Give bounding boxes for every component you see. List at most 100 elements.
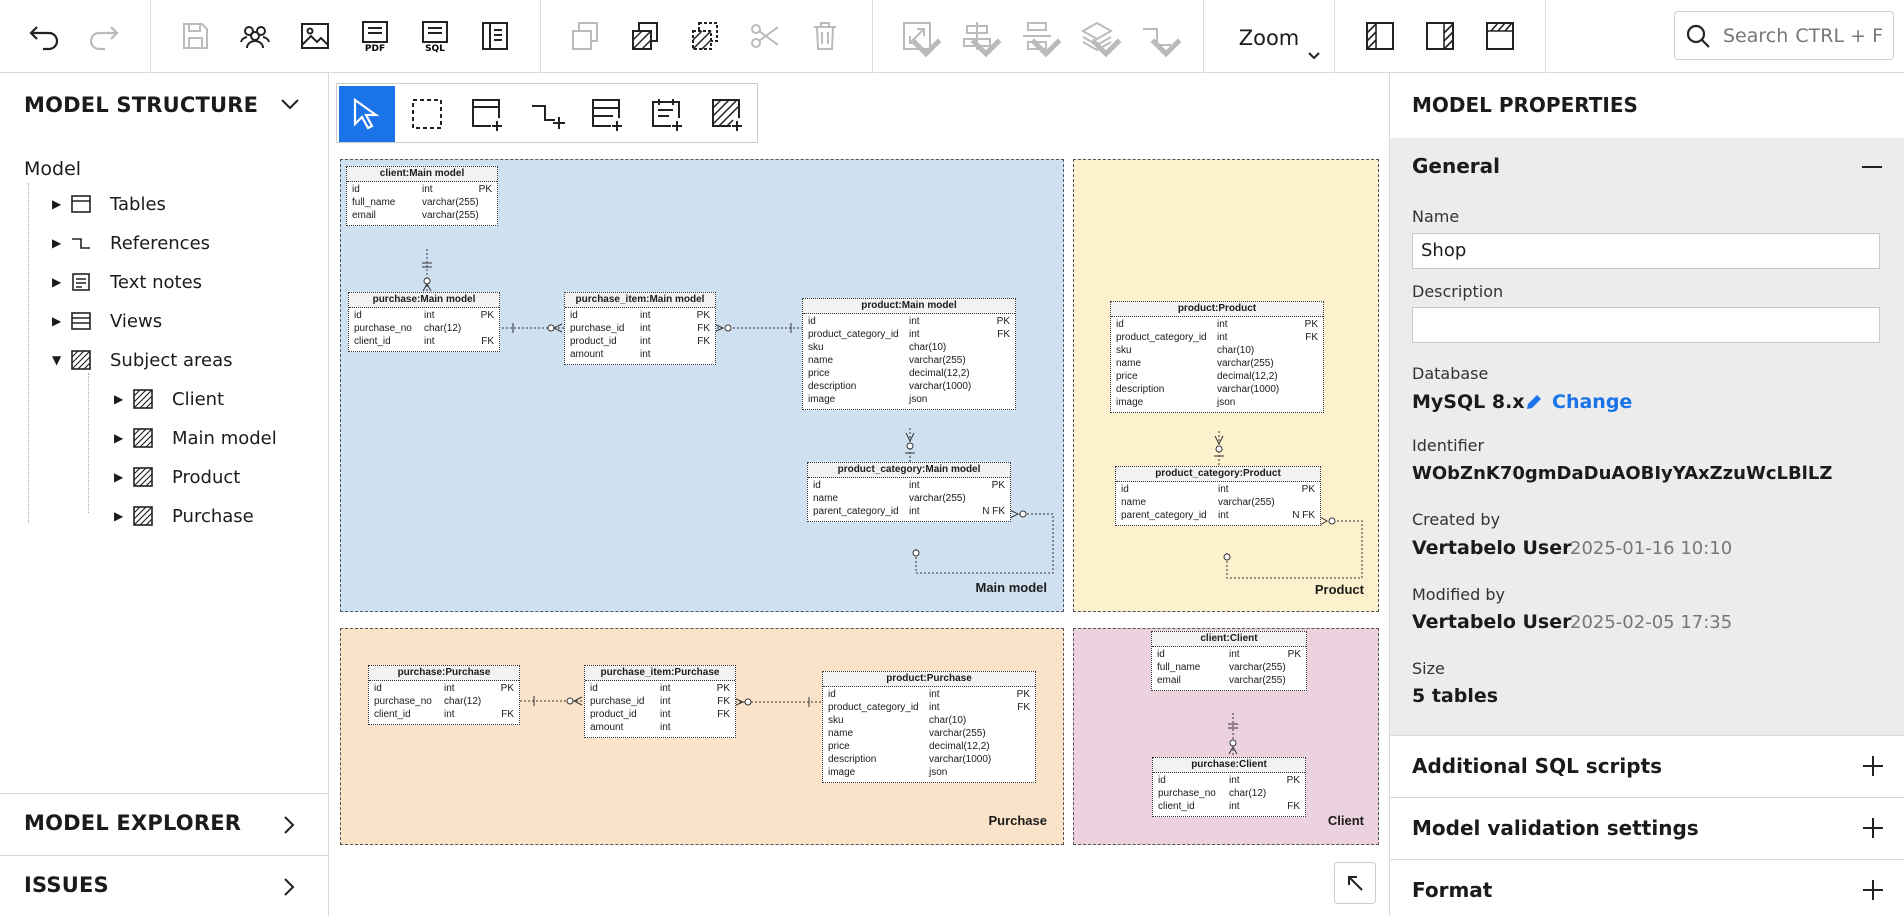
- name-input[interactable]: Shop: [1412, 233, 1880, 269]
- diagram-canvas[interactable]: Main model Product Purchase Client: [330, 73, 1388, 916]
- expand-icon[interactable]: ▶: [114, 509, 124, 523]
- tree-item-references[interactable]: ▶ References: [52, 227, 210, 259]
- save-button[interactable]: [175, 14, 215, 58]
- expand-icon[interactable]: ▶: [52, 236, 62, 250]
- expand-icon[interactable]: ▶: [114, 392, 124, 406]
- add-view-tool[interactable]: [579, 86, 635, 142]
- minus-icon[interactable]: [1862, 165, 1882, 169]
- paste-format-button[interactable]: [685, 14, 725, 58]
- delete-button[interactable]: [805, 14, 845, 58]
- tree-item-views[interactable]: ▶ Views: [52, 305, 162, 337]
- tree-item-text-notes[interactable]: ▶ Text notes: [52, 266, 202, 298]
- model-structure-header[interactable]: MODEL STRUCTURE: [24, 93, 259, 117]
- paste-button[interactable]: [625, 14, 665, 58]
- tree-item-subject-areas[interactable]: ▼ Subject areas: [52, 344, 233, 376]
- model-explorer-header[interactable]: MODEL EXPLORER: [24, 811, 242, 835]
- add-note-tool[interactable]: [639, 86, 695, 142]
- sql-export-button[interactable]: SQL: [415, 14, 455, 58]
- select-tool[interactable]: [339, 86, 395, 142]
- expand-icon[interactable]: ▶: [52, 197, 62, 211]
- distribute-button[interactable]: [1017, 14, 1062, 58]
- chevron-right-icon[interactable]: [282, 877, 296, 897]
- image-export-button[interactable]: [295, 14, 335, 58]
- cut-button[interactable]: [745, 14, 785, 58]
- tree-item-product[interactable]: ▶ Product: [114, 461, 240, 493]
- tree-item-purchase[interactable]: ▶ Purchase: [114, 500, 254, 532]
- expand-icon[interactable]: ▶: [52, 314, 62, 328]
- line-style-button[interactable]: [1137, 14, 1182, 58]
- area-select-tool[interactable]: [399, 86, 455, 142]
- additional-sql-section[interactable]: Additional SQL scripts: [1390, 735, 1904, 797]
- resize-button[interactable]: [897, 14, 942, 58]
- add-table-tool[interactable]: [459, 86, 515, 142]
- expand-icon[interactable]: ▶: [114, 470, 124, 484]
- documentation-button[interactable]: [475, 14, 515, 58]
- align-button[interactable]: [957, 14, 1002, 58]
- pdf-export-button[interactable]: PDF: [355, 14, 395, 58]
- fit-view-button[interactable]: [1334, 862, 1376, 904]
- zoom-dropdown[interactable]: Zoom: [1212, 18, 1326, 60]
- add-reference-tool[interactable]: [519, 86, 575, 142]
- change-database-link[interactable]: Change: [1524, 391, 1632, 413]
- expand-icon[interactable]: ▶: [52, 275, 62, 289]
- add-area-tool[interactable]: [699, 86, 755, 142]
- layout-top-button[interactable]: [1480, 14, 1520, 58]
- undo-button[interactable]: [24, 14, 64, 58]
- chevron-right-icon[interactable]: [282, 815, 296, 835]
- collaborators-button[interactable]: [235, 14, 275, 58]
- tree-item-main-model[interactable]: ▶ Main model: [114, 422, 277, 454]
- tree-item-tables[interactable]: ▶ Tables: [52, 188, 166, 220]
- copy-button[interactable]: [565, 14, 605, 58]
